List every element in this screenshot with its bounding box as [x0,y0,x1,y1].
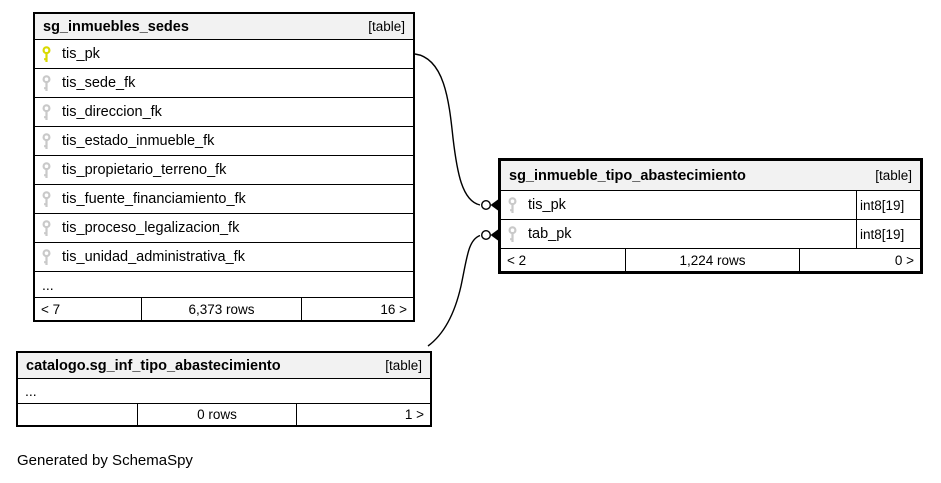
footer-row-count: 1,224 rows [626,249,800,271]
table-title[interactable]: sg_inmueble_tipo_abastecimiento [509,167,746,184]
relationship-line [414,53,481,206]
column-row: tis_estado_inmueble_fk [35,127,413,156]
foreign-key-icon [41,103,53,121]
table-footer: 0 rows 1 > [18,404,430,425]
column-name: tis_pk [62,46,100,62]
foreign-key-icon [41,190,53,208]
table-catalogo-sg-inf-tipo-abastecimiento: catalogo.sg_inf_tipo_abastecimiento [tab… [16,351,432,427]
edge-sedes-to-tipo-abastecimiento [414,53,498,211]
footer-parent-count [18,404,138,425]
column-type: int8[19] [856,220,920,248]
foreign-key-icon [41,161,53,179]
column-row: tis_propietario_terreno_fk [35,156,413,185]
primary-key-icon [41,45,53,63]
zero-cardinality-icon [481,199,492,210]
ellipsis-text: ... [42,276,54,293]
column-row: tis_direccion_fk [35,98,413,127]
foreign-key-icon [41,219,53,237]
table-sg-inmuebles-sedes: sg_inmuebles_sedes [table] tis_pk tis_se… [33,12,415,322]
table-footer: < 2 1,224 rows 0 > [501,249,920,271]
footer-child-count: 0 > [894,252,914,268]
column-name-cell: tis_pk [507,191,856,219]
column-name-cell: tab_pk [507,220,856,248]
ellipsis-text: ... [25,383,37,399]
column-row: tis_pk [35,40,413,69]
column-name: tis_unidad_administrativa_fk [62,249,245,265]
edge-catalogo-to-tipo-abastecimiento [427,229,498,347]
column-row: tis_fuente_financiamiento_fk [35,185,413,214]
column-name: tis_sede_fk [62,75,136,91]
table-header[interactable]: sg_inmuebles_sedes [table] [35,14,413,40]
column-name: tis_pk [528,197,566,213]
foreign-key-icon [41,74,53,92]
column-name: tis_estado_inmueble_fk [62,133,215,149]
column-name: tis_direccion_fk [62,104,162,120]
table-header[interactable]: catalogo.sg_inf_tipo_abastecimiento [tab… [18,353,430,379]
column-name: tis_proceso_legalizacion_fk [62,220,240,236]
column-row: tis_sede_fk [35,69,413,98]
footer-row-count: 0 rows [138,404,297,425]
column-name: tis_propietario_terreno_fk [62,162,227,178]
ellipsis-row: ... [18,379,430,404]
column-row: tis_unidad_administrativa_fk [35,243,413,272]
foreign-key-icon [41,248,53,266]
footer-child-count: 1 > [404,407,424,422]
ellipsis-row: ... [35,272,413,298]
table-footer: < 7 6,373 rows 16 > [35,298,413,320]
footer-child-count: 16 > [380,301,407,317]
table-type-badge: [table] [875,168,912,183]
crow-arrowhead-icon [490,229,498,241]
column-name: tab_pk [528,226,572,242]
column-type: int8[19] [856,191,920,219]
table-sg-inmueble-tipo-abastecimiento: sg_inmueble_tipo_abastecimiento [table] … [498,158,923,274]
key-icon [507,225,519,243]
generated-by-caption: Generated by SchemaSpy [17,452,193,469]
column-row: tab_pk int8[19] [501,220,920,249]
footer-parent-count: < 2 [501,249,626,271]
key-icon [507,196,519,214]
column-name: tis_fuente_financiamiento_fk [62,191,246,207]
table-header[interactable]: sg_inmueble_tipo_abastecimiento [table] [501,161,920,191]
column-row: tis_pk int8[19] [501,191,920,220]
relationship-line [427,234,481,347]
zero-cardinality-icon [481,229,492,240]
table-type-badge: [table] [368,19,405,34]
table-type-badge: [table] [385,358,422,373]
table-title[interactable]: catalogo.sg_inf_tipo_abastecimiento [26,357,281,374]
footer-parent-count: < 7 [35,298,142,320]
column-row: tis_proceso_legalizacion_fk [35,214,413,243]
crow-arrowhead-icon [490,199,498,211]
footer-row-count: 6,373 rows [142,298,302,320]
foreign-key-icon [41,132,53,150]
table-title[interactable]: sg_inmuebles_sedes [43,18,189,35]
